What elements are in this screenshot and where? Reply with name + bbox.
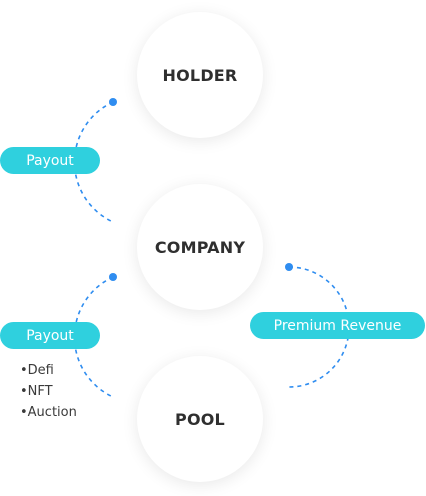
payout-item: •Defi: [20, 363, 54, 378]
payout-label-bottom: Payout: [0, 322, 100, 349]
holder-node: HOLDER: [137, 12, 263, 138]
payout-items-list: •Defi •NFT •Auction: [20, 360, 77, 423]
payout-item: •Auction: [20, 405, 77, 420]
company-node: COMPANY: [137, 184, 263, 310]
holder-label: HOLDER: [162, 65, 238, 85]
pool-label: POOL: [175, 409, 225, 429]
premium-revenue-label: Premium Revenue: [250, 312, 425, 339]
connector-dot: [109, 98, 117, 106]
connector-dot: [285, 263, 293, 271]
payout-label-top: Payout: [0, 147, 100, 174]
payout-item: •NFT: [20, 384, 53, 399]
connector-dot: [109, 273, 117, 281]
pool-node: POOL: [137, 356, 263, 482]
company-label: COMPANY: [154, 237, 246, 257]
connector-pool-company: [288, 266, 350, 388]
